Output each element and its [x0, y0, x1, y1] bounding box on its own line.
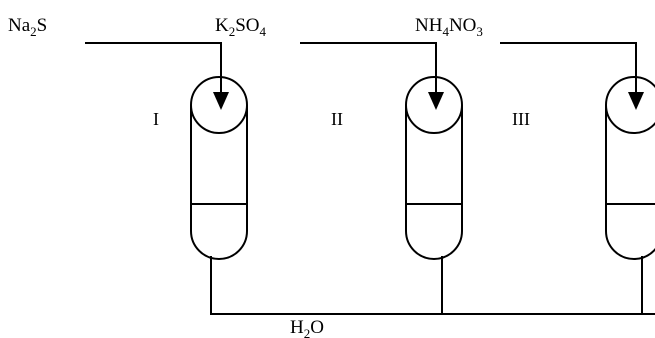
- vessel-1: [190, 76, 248, 314]
- vessel-2-body: [405, 105, 463, 260]
- reagent-label-na2s: Na2S: [8, 15, 47, 39]
- vessel-label-3: III: [512, 109, 530, 129]
- vessel-3-top-circle: [605, 76, 655, 134]
- feed-line-3: [500, 42, 637, 92]
- feed-line-1: [85, 42, 222, 92]
- feed-line-2: [300, 42, 437, 92]
- arrow-down-icon: [428, 92, 444, 110]
- vessel-3: [605, 76, 655, 314]
- arrow-down-icon: [213, 92, 229, 110]
- reagent-label-nh4no3: NH4NO3: [415, 15, 483, 39]
- arrow-down-icon: [628, 92, 644, 110]
- vessel-1-body: [190, 105, 248, 260]
- reagent-label-k2so4: K2SO4: [215, 15, 267, 39]
- vessel-label-2: II: [331, 109, 343, 129]
- feed-lines: [85, 42, 637, 92]
- bottom-label-h2o: H2O: [290, 317, 324, 338]
- vessel-2: [405, 76, 463, 314]
- vessel-3-body: [605, 105, 655, 260]
- feed-arrows: [213, 92, 644, 110]
- vessel-label-1: I: [153, 109, 159, 129]
